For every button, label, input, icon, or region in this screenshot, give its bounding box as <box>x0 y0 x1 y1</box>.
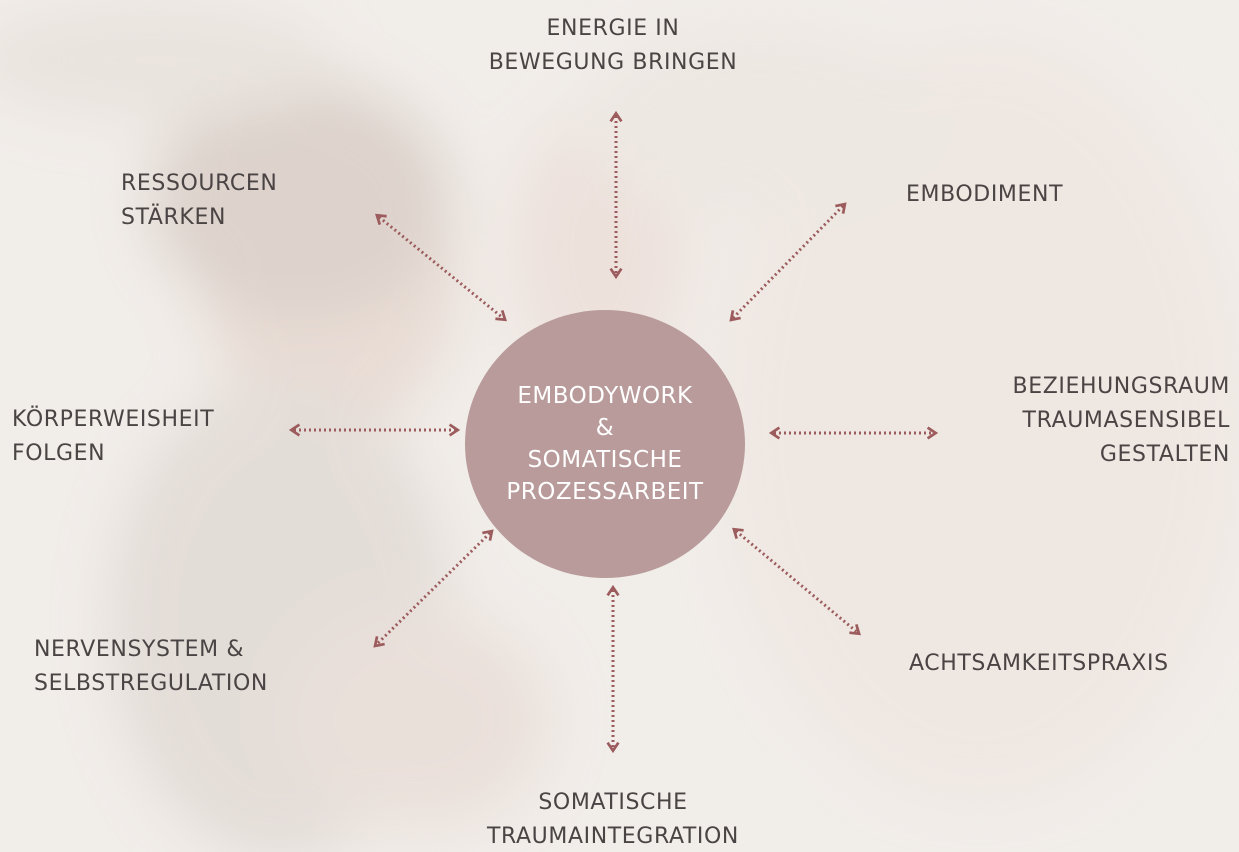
center-title-line-4: PROZESSARBEIT <box>506 479 704 505</box>
node-beziehungsraum: BEZIEHUNGSRAUM TRAUMASENSIBEL GESTALTEN <box>1012 374 1230 467</box>
node-ressourcen: RESSOURCEN STÄRKEN <box>121 171 278 230</box>
node-koerperweisheit: KÖRPERWEISHEIT FOLGEN <box>12 407 215 466</box>
arrow-top-right <box>729 202 847 322</box>
node-somatische-traumaintegration: SOMATISCHE TRAUMAINTEGRATION <box>487 790 739 849</box>
center-title-ampersand: & <box>595 415 615 441</box>
node-energie: ENERGIE IN BEWEGUNG BRINGEN <box>488 16 738 75</box>
arrow-bottom-right <box>732 527 861 636</box>
node-nervensystem: NERVENSYSTEM & SELBSTREGULATION <box>34 637 268 696</box>
arrow-bottom-left <box>373 529 494 648</box>
arrow-top-left <box>375 213 507 322</box>
center-circle: EMBODYWORK & SOMATISCHE PROZESSARBEIT <box>465 310 745 578</box>
center-title-line-1: EMBODYWORK <box>517 383 693 409</box>
center-title-line-3: SOMATISCHE <box>527 447 683 473</box>
node-embodiment: EMBODIMENT <box>906 182 1064 207</box>
node-achtsamkeitspraxis: ACHTSAMKEITSPRAXIS <box>909 651 1169 676</box>
